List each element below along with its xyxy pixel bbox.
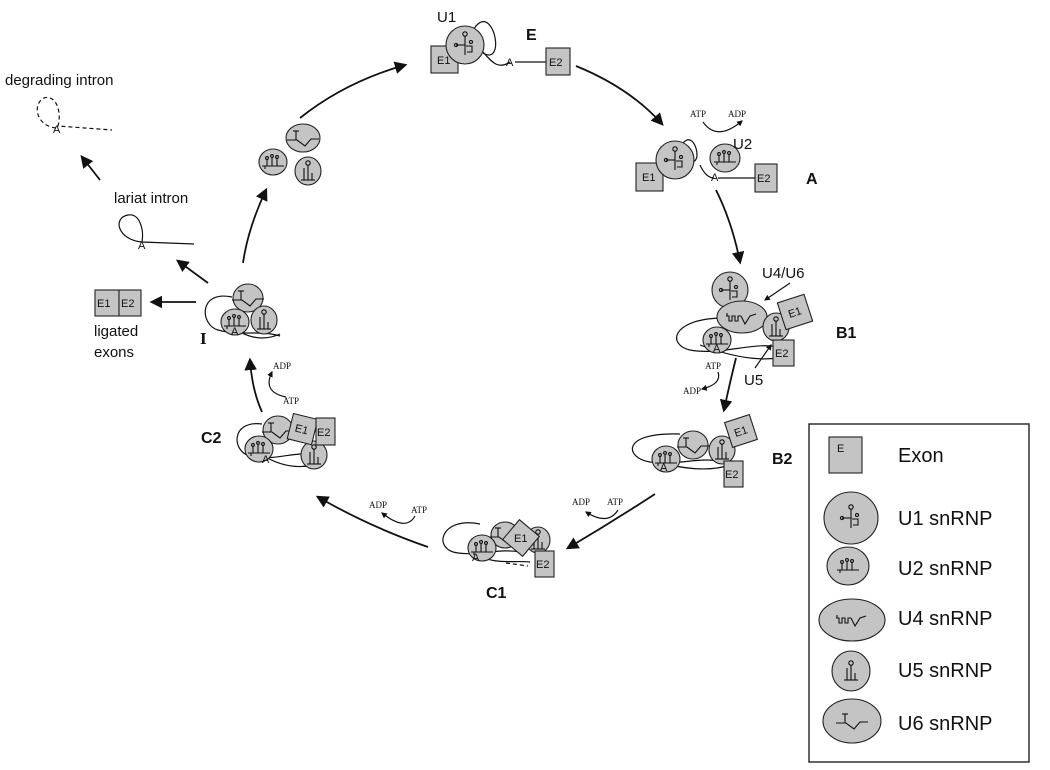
products: E1 E2 ligated exons lariat intron A degr… [5,72,209,361]
svg-text:U6 snRNP: U6 snRNP [898,713,992,735]
svg-text:A: A [53,124,61,136]
svg-text:U1 snRNP: U1 snRNP [898,508,992,530]
arrow-b2-to-c1 [565,493,656,550]
free-snrnps [258,123,322,186]
svg-text:A: A [138,240,146,252]
legend-item-u1: U1 snRNP [823,491,992,545]
svg-text:E2: E2 [549,57,562,69]
intermediate-i: I A [200,283,281,348]
complex-a: ATP ADP U2 A E1 A E2 [635,109,818,193]
svg-text:U5 snRNP: U5 snRNP [898,660,992,682]
svg-text:U2 snRNP: U2 snRNP [898,558,992,580]
complex-c1: ADP ATP C1 E1 E2 A ADP ATP [369,497,623,602]
legend-exon-swatch [828,436,863,474]
complex-b2: B2 E1 E2 A [631,413,793,488]
svg-text:ATP: ATP [283,396,299,406]
svg-text:E2: E2 [536,559,549,571]
svg-text:ADP: ADP [369,500,387,510]
svg-text:E2: E2 [775,348,788,360]
svg-text:A: A [231,326,239,338]
svg-text:E1: E1 [733,424,750,440]
u4u6-label: U4/U6 [762,265,805,282]
svg-text:A: A [262,454,270,466]
atp-adp-arrow-a [702,120,743,133]
legend-item-u2: U2 snRNP [826,546,992,586]
u5-label: U5 [744,372,763,389]
arrow-to-degrading-intron [80,155,101,181]
svg-text:E1: E1 [514,533,527,545]
svg-text:ATP: ATP [690,109,706,119]
state-label-i: I [200,329,207,348]
legend-u2-swatch [826,546,870,586]
u2-label: U2 [733,136,752,153]
u1-label: U1 [437,9,456,26]
svg-text:A: A [711,172,719,184]
svg-text:A: A [660,462,668,474]
svg-text:U4 snRNP: U4 snRNP [898,608,992,630]
arrow-free-snrnps-to-e [299,61,408,119]
svg-text:E2: E2 [725,469,738,481]
state-label-c2: C2 [201,430,222,447]
atp-adp-arrow-c2 [267,370,287,398]
state-label-e: E [526,27,537,44]
arrow-to-lariat-intron [175,259,209,284]
complex-c2: C2 E1 E2 A ADP ATP [201,361,336,470]
state-label-c1: C1 [486,585,507,602]
arrow-c2-to-i [244,357,263,413]
svg-text:E1: E1 [294,422,310,437]
state-label-b1: B1 [836,325,857,342]
legend-item-u4: U4 snRNP [818,598,992,642]
atp-adp-arrow-b1 [700,371,720,391]
state-label-b2: B2 [772,451,793,468]
cycle-arrows [242,61,745,550]
complex-e: U1 E E1 A E2 [430,9,571,76]
arrow-a-to-b1 [715,189,745,265]
exon-e2 [545,47,571,76]
lariat-intron-label: lariat intron [114,190,188,207]
svg-text:ATP: ATP [705,361,721,371]
degrading-intron-label: degrading intron [5,72,113,89]
svg-text:E2: E2 [121,298,134,310]
state-label-a: A [806,171,818,188]
ligated-exons-label-1: ligated [94,323,138,340]
ligated-exons-label-2: exons [94,344,134,361]
atp-adp-arrow-c1 [584,509,619,520]
svg-text:E2: E2 [317,427,330,439]
branch-point-a: A [506,57,514,69]
svg-text:A: A [713,343,721,355]
svg-text:E1: E1 [97,298,110,310]
atp-adp-arrow-c1-c2 [381,512,416,524]
complex-b1: U4/U6 B1 E1 E2 A U5 ATP ADP [676,265,857,396]
svg-text:E2: E2 [757,173,770,185]
legend-item-u6: U6 snRNP [822,698,992,744]
svg-text:ADP: ADP [572,497,590,507]
svg-text:E1: E1 [642,172,655,184]
legend-u6-swatch [822,698,882,744]
svg-text:E: E [837,443,844,455]
ligated-exon-e1 [94,289,120,317]
arrow-i-to-free-snrnps [242,187,268,264]
svg-text:ATP: ATP [411,505,427,515]
legend-item-exon: E Exon [828,436,944,474]
svg-text:ADP: ADP [728,109,746,119]
arrow-e-to-a [575,65,664,126]
legend: E Exon U1 snRNP U2 snRNP U4 snRNP U5 snR… [808,423,1030,763]
svg-text:E1: E1 [787,305,804,321]
arrow-c1-to-c2 [315,495,429,548]
svg-text:ATP: ATP [607,497,623,507]
svg-text:ADP: ADP [273,361,291,371]
svg-text:Exon: Exon [898,445,944,467]
svg-text:A: A [472,552,480,564]
svg-text:E1: E1 [437,55,450,67]
arrow-b1-to-b2 [719,357,737,413]
svg-text:ADP: ADP [683,386,701,396]
ligated-exon-e2 [118,289,142,317]
legend-item-u5: U5 snRNP [831,650,992,692]
